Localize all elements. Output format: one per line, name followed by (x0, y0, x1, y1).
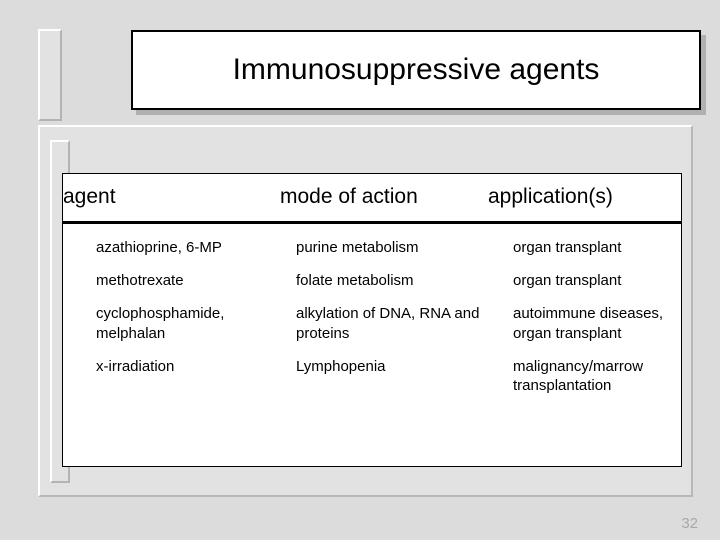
title-accent-bar (38, 29, 62, 121)
table-row: x-irradiation Lymphopenia malignancy/mar… (63, 343, 681, 395)
table-row: cyclophosphamide, melphalan alkylation o… (63, 290, 681, 342)
cell-agent: cyclophosphamide, melphalan (96, 305, 225, 342)
cell-application: organ transplant (513, 272, 622, 290)
agents-table-container: agent mode of action application(s) azat… (62, 173, 682, 467)
column-header-mode-of-action: mode of action (280, 174, 488, 224)
table-row: azathioprine, 6-MP purine metabolism org… (63, 223, 681, 258)
agents-table: agent mode of action application(s) azat… (63, 174, 681, 395)
title-box: Immunosuppressive agents (131, 30, 701, 110)
column-header-agent: agent (63, 174, 280, 224)
page-number: 32 (681, 515, 698, 532)
table-body: azathioprine, 6-MP purine metabolism org… (63, 223, 681, 396)
cell-agent: x-irradiation (96, 357, 175, 375)
cell-mode: alkylation of DNA, RNA and proteins (296, 305, 480, 342)
column-header-applications: application(s) (488, 174, 681, 224)
table-header: agent mode of action application(s) (63, 174, 681, 224)
cell-application: organ transplant (513, 239, 622, 256)
cell-agent: methotrexate (96, 272, 184, 290)
cell-mode: Lymphopenia (296, 357, 386, 375)
table-row: methotrexate folate metabolism organ tra… (63, 257, 681, 290)
page-title: Immunosuppressive agents (232, 53, 600, 86)
table-header-row: agent mode of action application(s) (63, 174, 681, 224)
cell-agent: azathioprine, 6-MP (96, 239, 222, 256)
cell-mode: folate metabolism (296, 272, 414, 290)
cell-application: malignancy/marrow transplantation (513, 357, 644, 394)
cell-mode: purine metabolism (296, 239, 419, 256)
cell-application: autoimmune diseases, organ transplant (513, 305, 664, 342)
